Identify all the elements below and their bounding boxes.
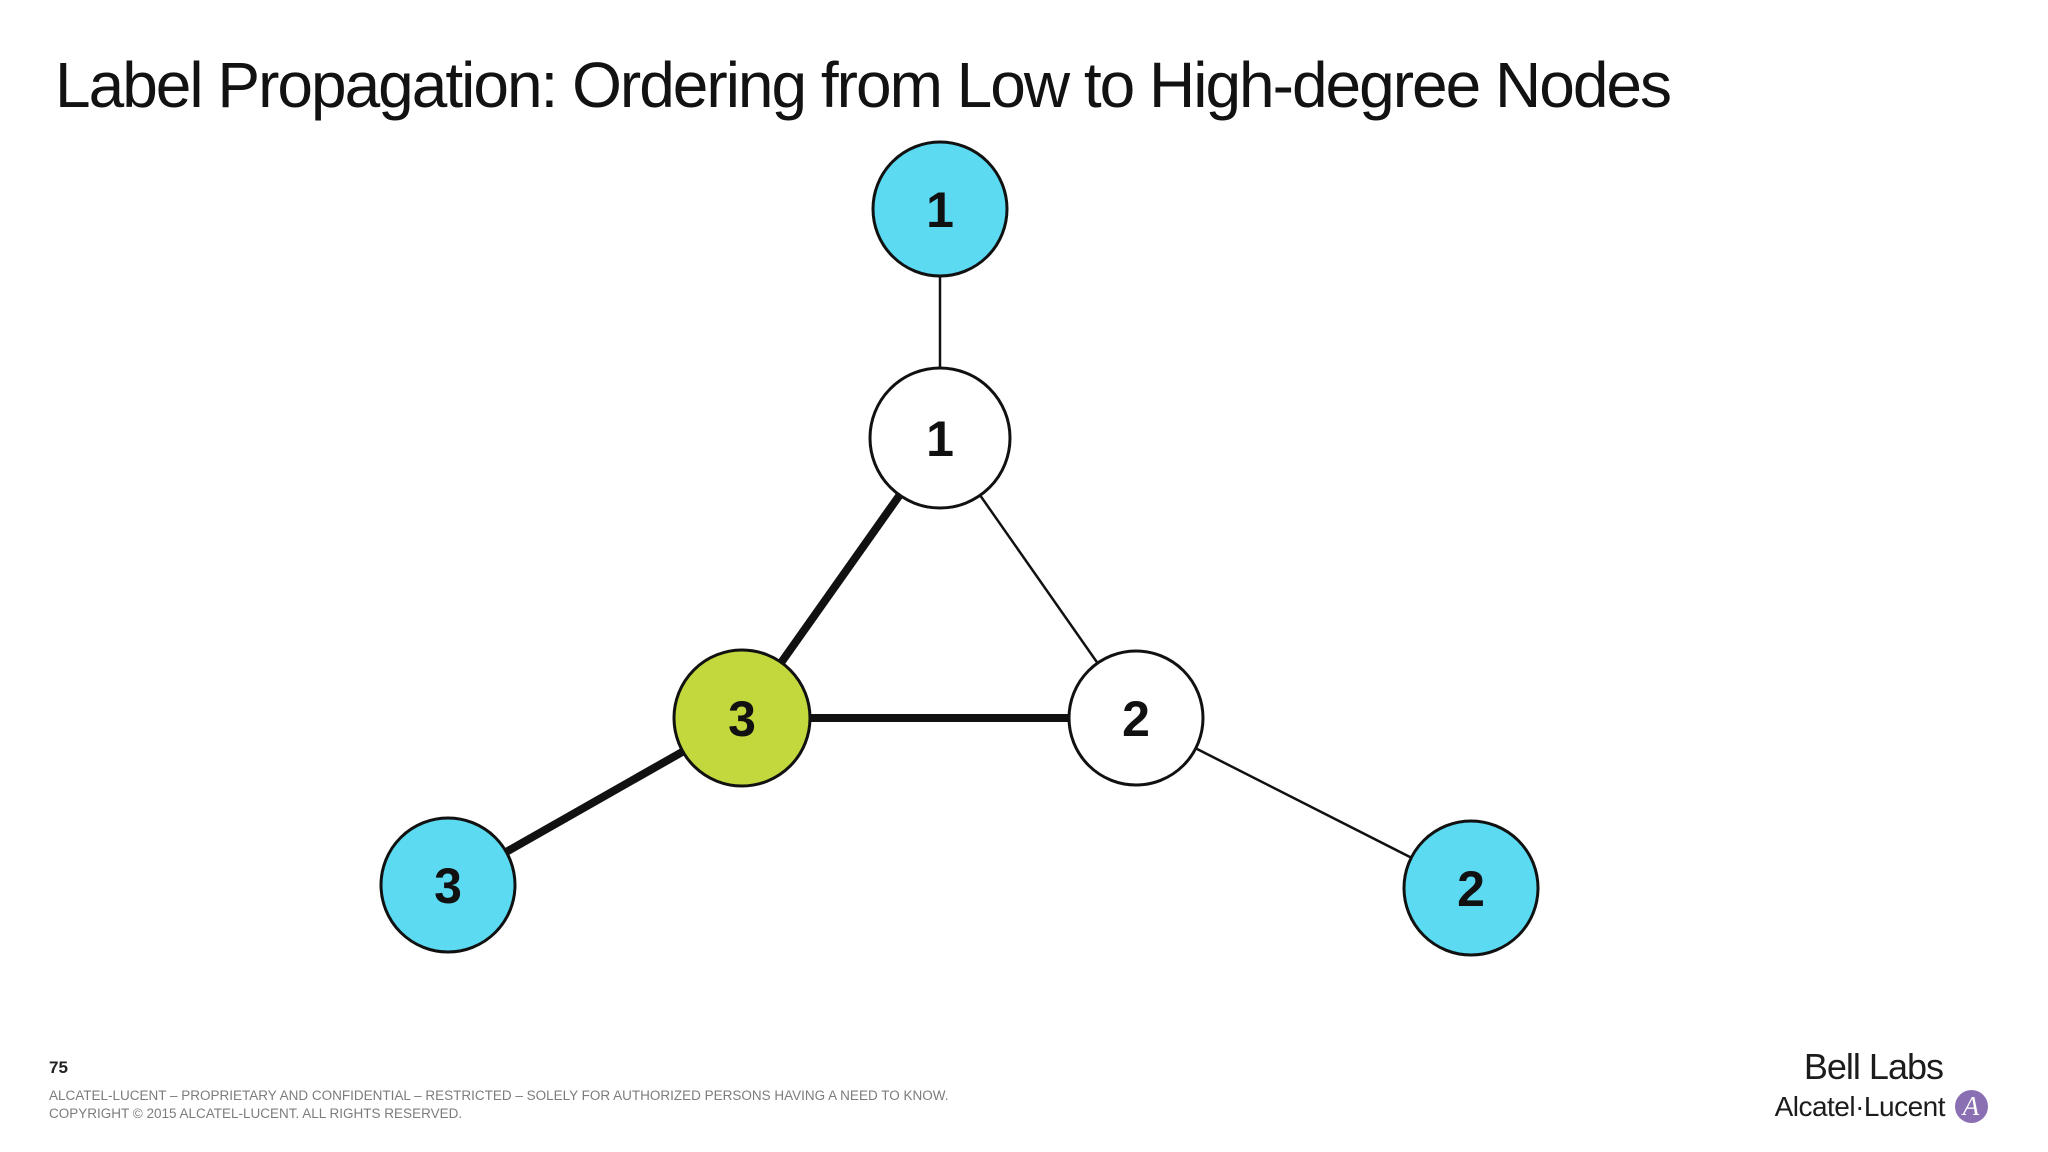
graph-node-left-cyan-3 [379,816,517,954]
footer-disclaimer-line1: ALCATEL-LUCENT – PROPRIETARY AND CONFIDE… [49,1088,949,1103]
bell-labs-wordmark: Bell Labs [1803,1046,1944,1087]
slide-title: Label Propagation: Ordering from Low to … [55,49,1672,121]
graph-node-middle-white-1 [868,366,1012,510]
brand-block: Bell Labs Alcatel·Lucent A [1775,1048,1988,1123]
alcatel-lucent-logo-icon: A [1955,1090,1988,1123]
graph-node-label-center-green-3: 3 [728,691,756,747]
graph-node-label-left-cyan-3: 3 [434,858,462,914]
graph-node-label-middle-white-2: 2 [1122,691,1150,747]
graph-node-label-middle-white-1: 1 [926,411,954,467]
graph-node-right-cyan-2 [1402,819,1540,957]
graph-node-top-cyan-1 [871,140,1009,278]
logo-swirl-a: A [1961,1091,1980,1121]
alcatel-lucent-wordmark: Alcatel·Lucent [1774,1090,1946,1122]
graph-node-label-top-cyan-1: 1 [926,182,954,238]
footer-disclaimer: ALCATEL-LUCENT – PROPRIETARY AND CONFIDE… [49,1087,948,1123]
footer-disclaimer-line2: COPYRIGHT © 2015 ALCATEL-LUCENT. ALL RIG… [49,1106,463,1121]
graph-node-center-green-3 [672,648,812,788]
graph-node-middle-white-2 [1067,649,1205,787]
graph-node-label-right-cyan-2: 2 [1457,861,1485,917]
page-number: 75 [49,1058,68,1077]
alcatel-lucent-row: Alcatel·Lucent A [1775,1090,1988,1123]
logo-circle [1955,1090,1988,1123]
